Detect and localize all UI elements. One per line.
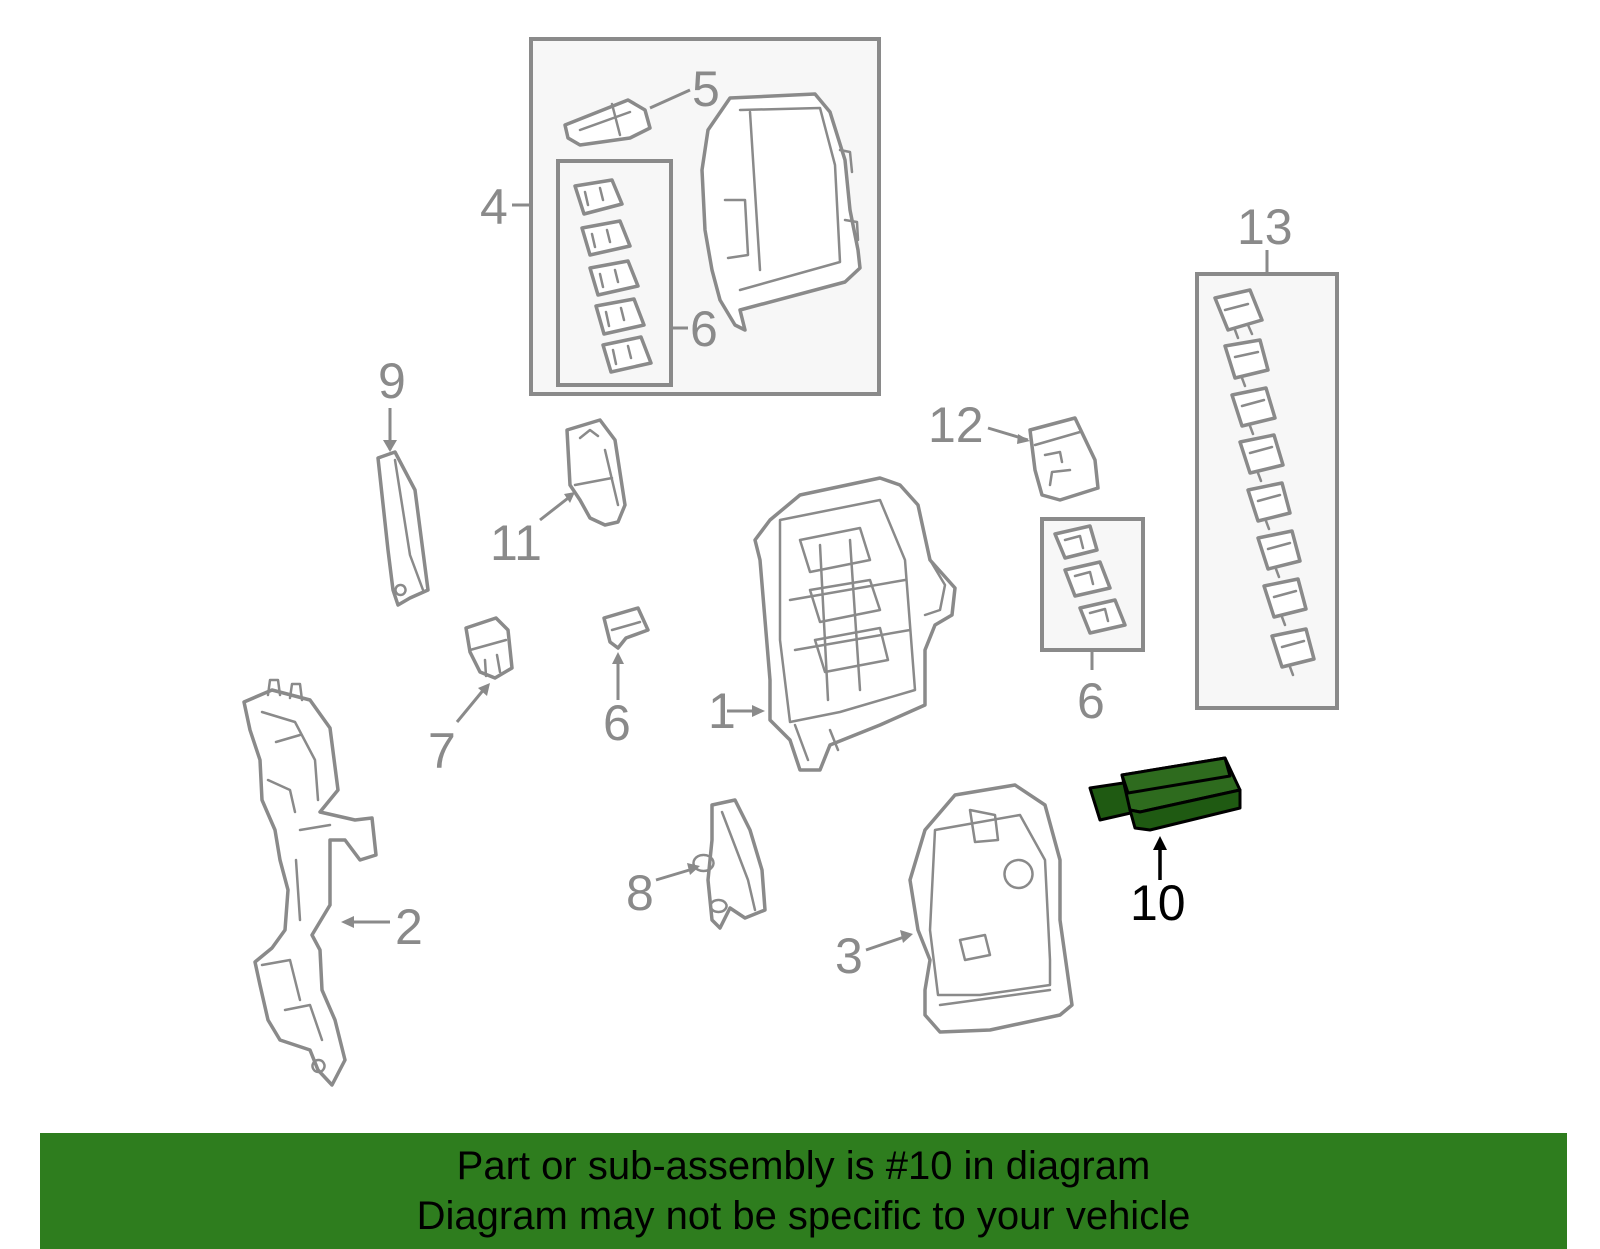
banner-line-2: Diagram may not be specific to your vehi… [416,1194,1191,1238]
callout-12: 12 [928,397,984,453]
callout-5: 5 [692,61,720,117]
callout-9: 9 [378,353,406,409]
callout-3: 3 [835,928,863,984]
callout-10: 10 [1130,875,1186,931]
leader-7 [455,687,487,723]
callout-7: 7 [428,723,456,779]
callout-6-top: 6 [690,301,718,357]
part-1-fuse-box[interactable] [753,476,957,772]
part-10-highlighted-module[interactable] [1088,756,1242,832]
part-7-relay[interactable] [464,616,514,680]
banner-line-1: Part or sub-assembly is #10 in diagram [456,1144,1151,1188]
part-11-module[interactable] [565,418,627,527]
parts-diagram: 1 2 3 4 5 6 6 6 7 8 9 10 11 12 13 [242,37,1339,1087]
arrowhead-12 [1017,434,1030,444]
part-3-lower-cover[interactable] [908,783,1074,1034]
arrowhead-9 [383,440,397,452]
leader-5 [649,88,691,110]
part-4-fuse-box-cover[interactable] [700,92,862,332]
part-8-bracket[interactable] [692,798,767,930]
part-2-bracket[interactable] [242,678,378,1087]
part-6-clip-middle[interactable] [602,606,650,650]
callout-1: 1 [708,683,736,739]
part-9-bracket[interactable] [376,450,430,607]
part-5-clip[interactable] [563,98,652,147]
arrowhead-3 [900,930,913,943]
relay-set-6-right[interactable] [1053,524,1127,635]
relay-set-13[interactable] [1213,288,1316,677]
arrowhead-1 [752,705,765,717]
arrowhead-10 [1153,836,1167,850]
callout-11: 11 [490,515,542,571]
arrowhead-6-middle [612,652,624,664]
arrowhead-11 [564,492,575,503]
leader-11 [539,493,573,522]
callout-13: 13 [1237,199,1293,255]
callout-6-middle: 6 [603,695,631,751]
callout-8: 8 [626,865,654,921]
callout-6-right: 6 [1077,673,1105,729]
part-12-relay[interactable] [1028,416,1100,502]
arrowhead-2 [341,916,354,928]
callout-4: 4 [480,179,508,235]
arrowhead-8 [687,863,700,875]
arrowhead-7 [478,683,490,696]
info-banner: Part or sub-assembly is #10 in diagram D… [40,1133,1567,1249]
relay-set-6-upper[interactable] [573,178,653,374]
callout-2: 2 [395,899,423,955]
